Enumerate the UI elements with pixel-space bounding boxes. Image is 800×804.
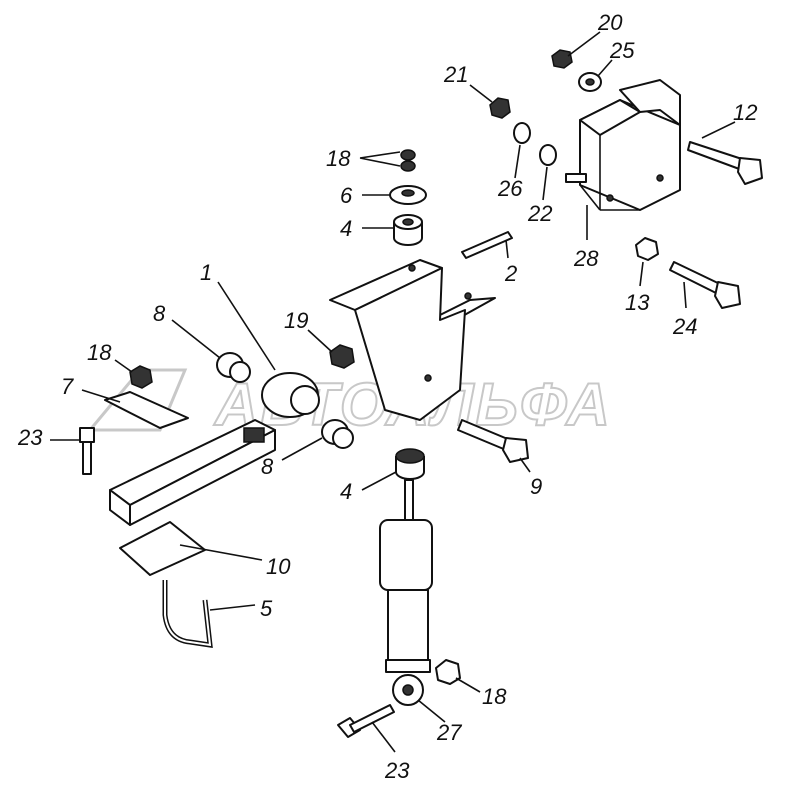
label-25: 25	[609, 38, 635, 63]
label-8-top: 8	[153, 301, 166, 326]
nut-21	[489, 97, 511, 119]
label-18-top: 18	[326, 146, 351, 171]
bolt-24	[669, 261, 741, 309]
washer-25	[578, 72, 602, 92]
bracket-center	[329, 259, 496, 421]
label-27: 27	[436, 720, 462, 745]
label-28: 28	[573, 246, 599, 271]
label-7: 7	[61, 374, 74, 399]
label-21: 21	[443, 62, 468, 87]
label-5: 5	[260, 596, 273, 621]
label-9: 9	[530, 474, 542, 499]
washer-26	[513, 122, 531, 144]
label-18-left: 18	[87, 340, 112, 365]
nut-18-top	[400, 149, 416, 172]
label-8-bottom: 8	[261, 454, 274, 479]
label-24: 24	[672, 314, 697, 339]
label-1: 1	[200, 260, 212, 285]
shock-absorber	[379, 479, 433, 706]
label-6: 6	[340, 183, 353, 208]
bushing-8-top	[216, 352, 251, 383]
bolt-23-left	[79, 427, 95, 475]
label-10: 10	[266, 554, 291, 579]
bracket-block-28	[565, 79, 681, 211]
watermark-logo: АВТОАЛЬФА	[86, 368, 611, 439]
label-13: 13	[625, 290, 650, 315]
label-26: 26	[497, 176, 523, 201]
label-22: 22	[527, 201, 552, 226]
bushing-8-bottom	[321, 419, 354, 449]
washer-6	[389, 185, 427, 205]
label-23-left: 23	[17, 425, 43, 450]
bolt-9	[457, 419, 529, 463]
nut-13	[635, 237, 659, 261]
bolt-23-bottom	[337, 704, 395, 738]
label-4-bottom: 4	[340, 479, 352, 504]
label-12: 12	[733, 100, 757, 125]
plate-7	[104, 391, 189, 429]
washer-22	[539, 144, 557, 166]
label-19: 19	[284, 308, 308, 333]
bushing-4-top	[393, 214, 423, 246]
spring-arm-1	[109, 372, 320, 526]
nut-18-bottom	[435, 659, 461, 685]
part-labels: 20 25 21 12 18 6 26 22 4 28 2 1 13 24 8 …	[17, 10, 757, 783]
label-23-bottom: 23	[384, 758, 410, 783]
leader-lines	[50, 31, 736, 753]
nut-20	[551, 49, 573, 69]
label-20: 20	[597, 10, 623, 35]
label-18-bottom: 18	[482, 684, 507, 709]
nut-19	[329, 344, 355, 369]
u-bolt-5	[162, 580, 213, 648]
label-2: 2	[504, 261, 517, 286]
pin-2	[461, 231, 513, 259]
bolt-12	[687, 141, 763, 185]
label-4-top: 4	[340, 216, 352, 241]
nut-18-left	[129, 365, 153, 389]
bushing-4-bottom	[395, 448, 425, 480]
plate-10	[119, 521, 206, 576]
